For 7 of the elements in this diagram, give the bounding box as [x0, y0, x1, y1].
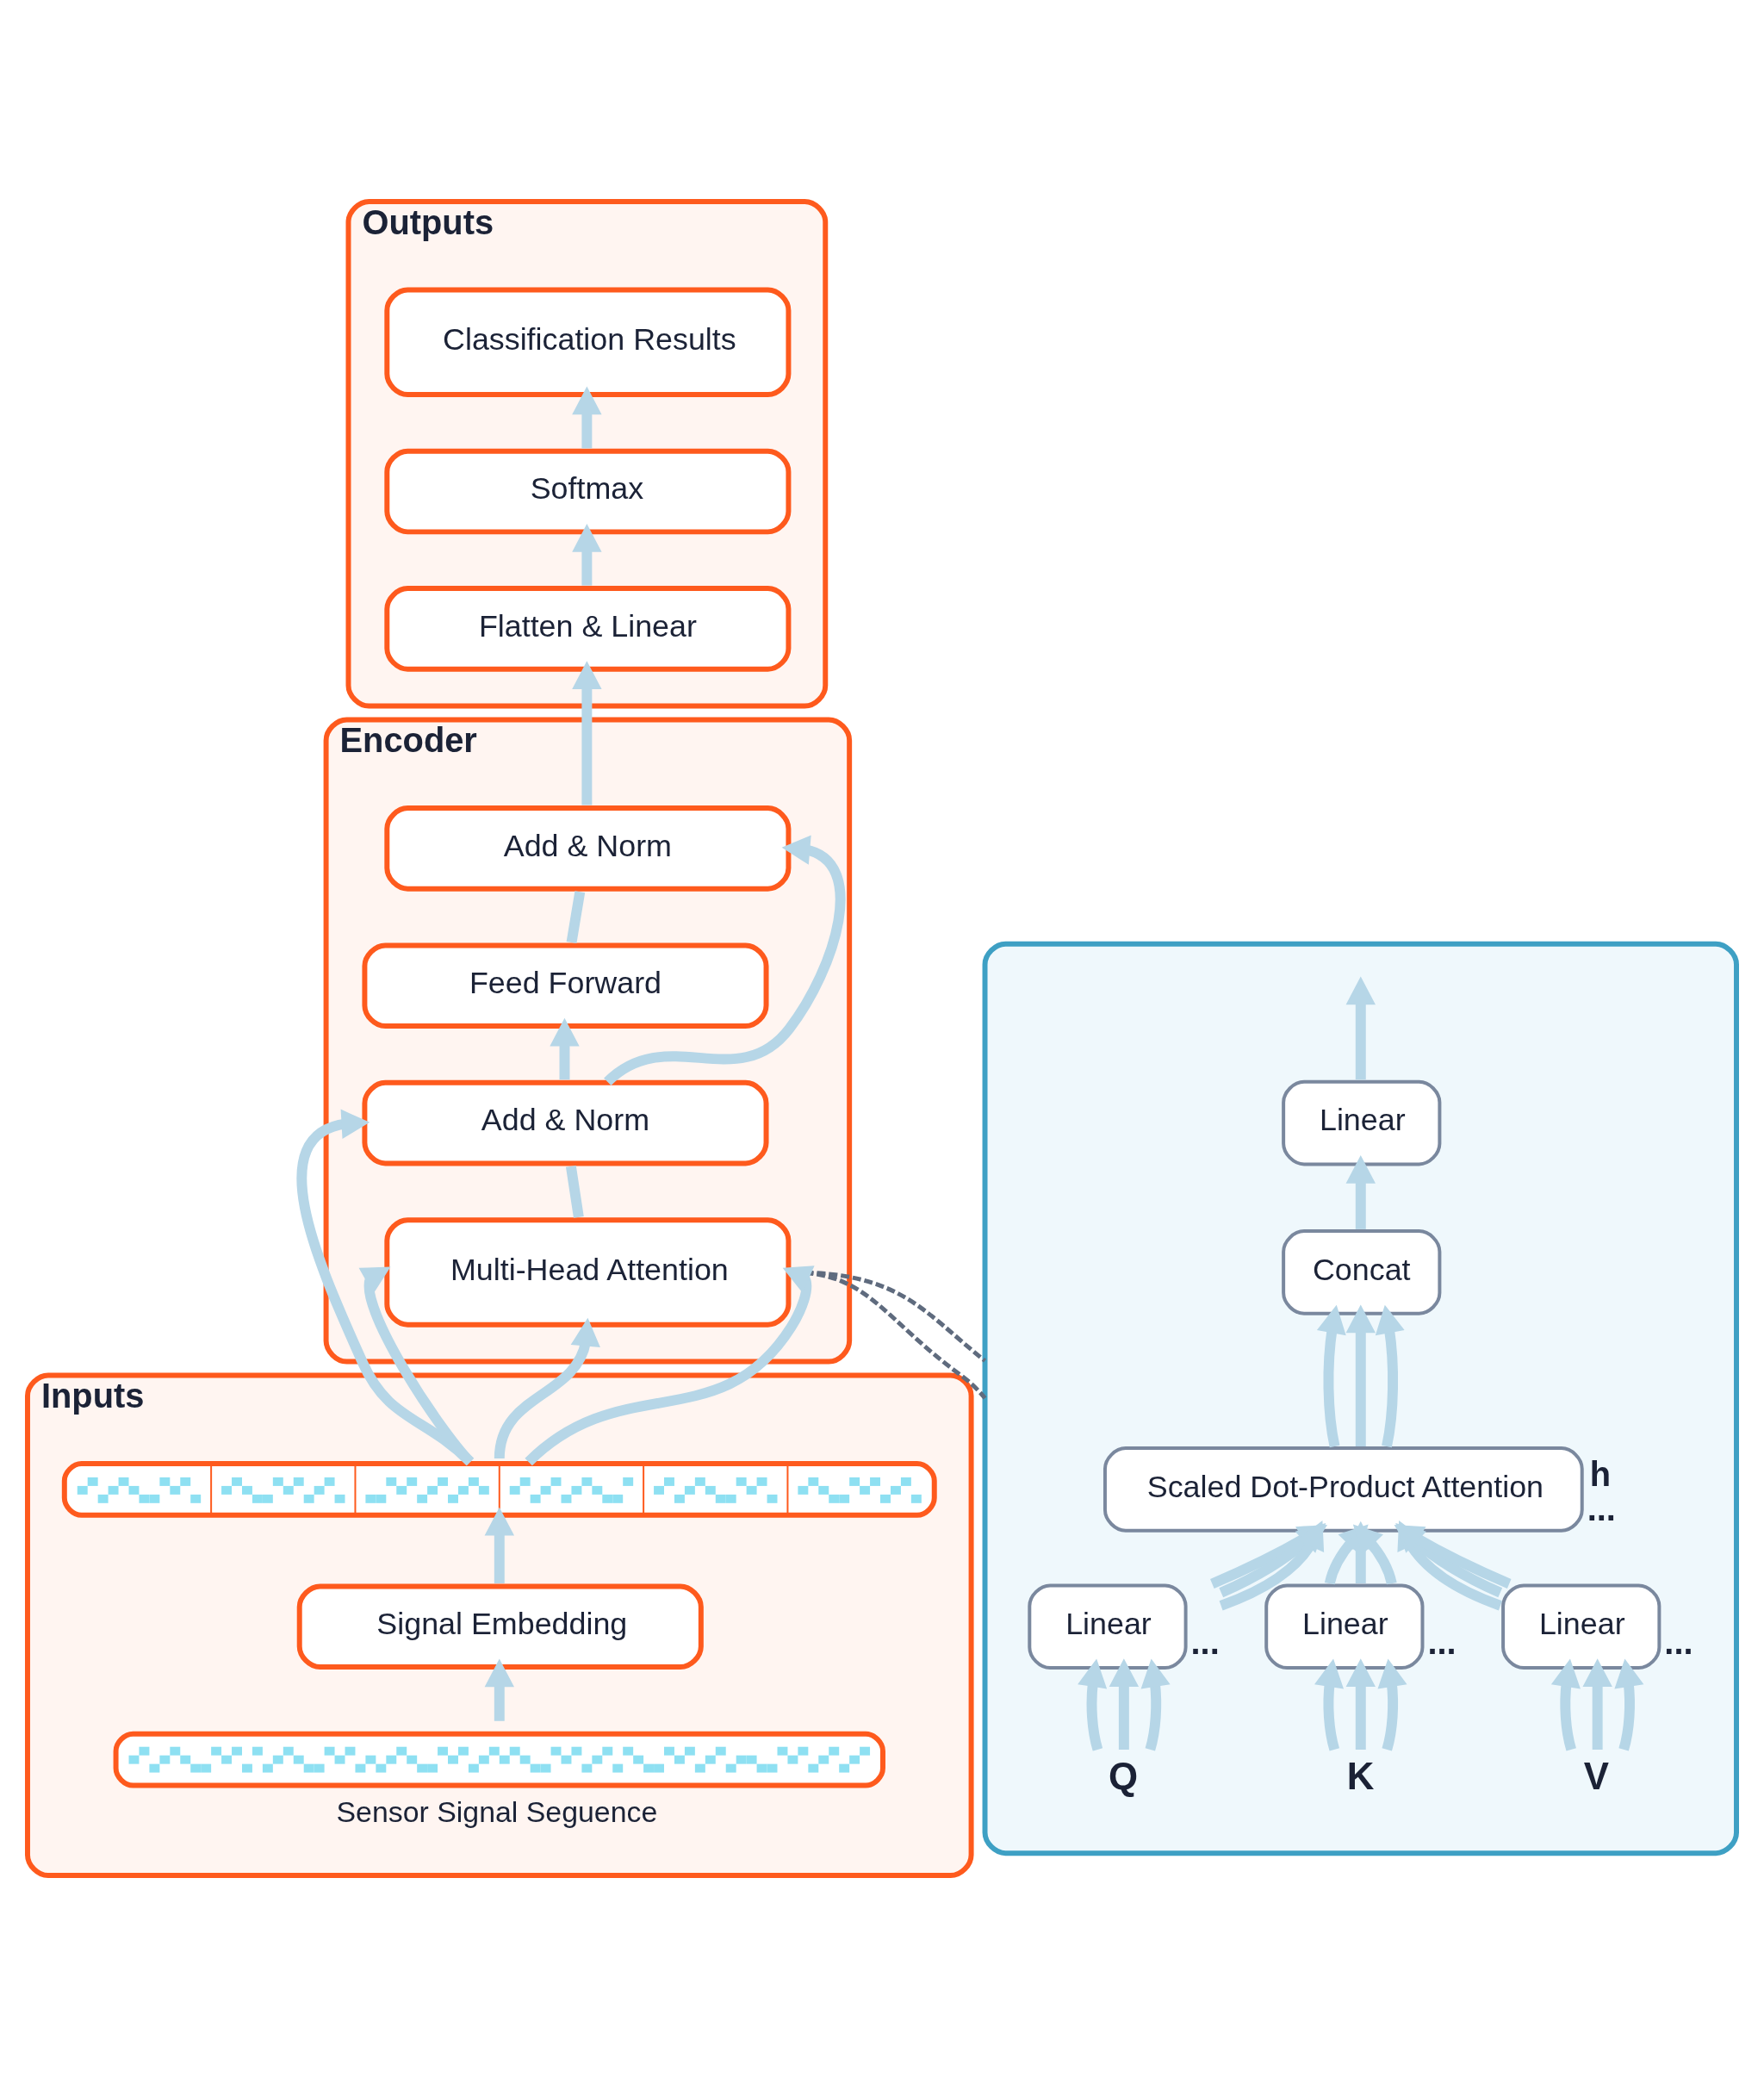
node-text: Q [1108, 1754, 1139, 1797]
node-text: K [1346, 1754, 1375, 1797]
node-text: V [1583, 1754, 1609, 1797]
node-label: ... [1190, 1623, 1220, 1662]
node-label: Sensor Signal Seguence [336, 1794, 658, 1828]
node-label: ... [1427, 1623, 1457, 1662]
node-label: ... [1664, 1623, 1693, 1662]
